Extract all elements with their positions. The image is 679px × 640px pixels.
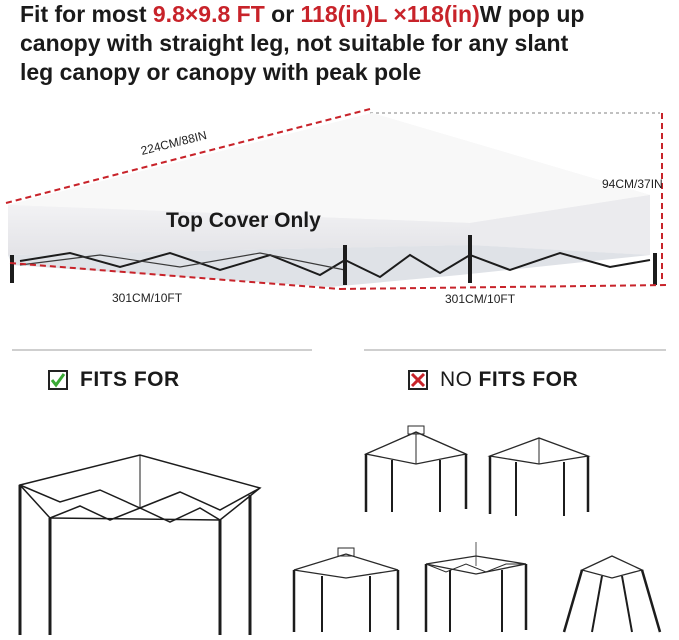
canopy-underside bbox=[8, 245, 650, 287]
canopy-skirt-front bbox=[8, 205, 470, 255]
canopy-skirt-side bbox=[470, 195, 650, 255]
left-width-label: 301CM/10FT bbox=[112, 291, 183, 305]
headline-text: W pop up bbox=[479, 1, 585, 27]
top-cover-only-label: Top Cover Only bbox=[166, 209, 321, 232]
no-fits-for-heading: NO FITS FOR bbox=[408, 368, 578, 392]
right-width-dimension-line bbox=[339, 284, 669, 290]
gazebo-double-roof-frame-image bbox=[358, 424, 474, 514]
no-fits-label: FITS FOR bbox=[478, 368, 579, 391]
diagonal-dimension-line bbox=[5, 108, 371, 204]
straight-leg-frame-image bbox=[10, 450, 270, 635]
no-fits-prefix: NO bbox=[440, 368, 473, 391]
height-dimension-label: 94CM/37IN bbox=[602, 177, 663, 191]
green-check-icon bbox=[48, 370, 68, 390]
canopy-hero-image: 224CM/88IN 94CM/37IN Top Cover Only 301C… bbox=[0, 95, 679, 320]
headline-line-3: leg canopy or canopy with peak pole bbox=[20, 59, 422, 85]
canopy-top-cover-illustration: 224CM/88IN 94CM/37IN Top Cover Only 301C… bbox=[5, 108, 669, 306]
headline: Fit for most 9.8×9.8 FT or 118(in)L ×118… bbox=[20, 0, 670, 87]
headline-line-1: Fit for most 9.8×9.8 FT or 118(in)L ×118… bbox=[20, 0, 670, 29]
gazebo-dome-frame-image bbox=[288, 546, 404, 634]
diagonal-dimension-label: 224CM/88IN bbox=[139, 128, 208, 158]
left-width-dimension-line bbox=[9, 262, 341, 290]
peak-pole-frame-image bbox=[420, 540, 532, 634]
frame-truss-front bbox=[19, 251, 346, 277]
slant-leg-frame-image bbox=[560, 552, 664, 634]
headline-size-in: 118(in)L ×118(in) bbox=[300, 1, 480, 27]
fits-for-label: FITS FOR bbox=[80, 368, 180, 391]
right-width-label: 301CM/10FT bbox=[445, 292, 516, 306]
gazebo-peak-frame-image bbox=[484, 434, 594, 518]
section-divider-left bbox=[12, 349, 312, 351]
frame-truss-back bbox=[19, 252, 346, 271]
canopy-roof-top bbox=[8, 113, 650, 223]
red-x-icon bbox=[408, 370, 428, 390]
headline-line-2: canopy with straight leg, not suitable f… bbox=[20, 30, 569, 56]
headline-size-ft: 9.8×9.8 FT bbox=[152, 1, 265, 27]
section-divider-right bbox=[364, 349, 666, 351]
fits-for-heading: FITS FOR bbox=[48, 368, 180, 392]
headline-text: Fit for most bbox=[20, 1, 153, 27]
headline-text: or bbox=[264, 1, 301, 27]
